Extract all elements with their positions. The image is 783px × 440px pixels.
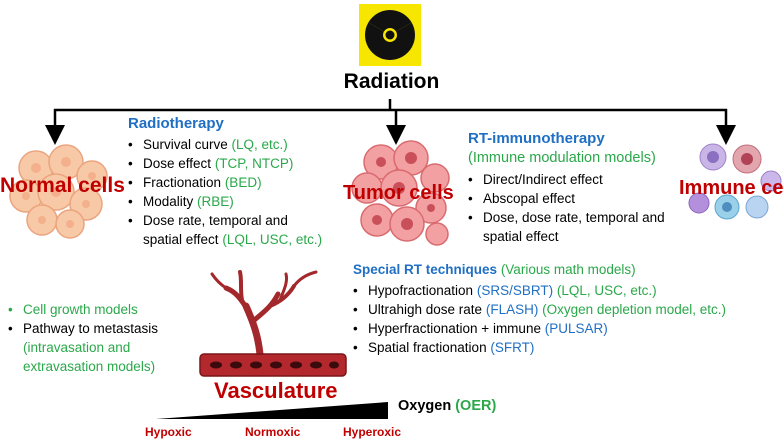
rt-immunotherapy-subheading: (Immune modulation models): [468, 150, 656, 166]
oxygen-label-line: Oxygen (OER): [398, 398, 496, 414]
list-item-continuation: spatial effect: [483, 229, 559, 244]
tumor-cells-label: Tumor cells: [343, 182, 454, 204]
rt-immunotherapy-list: Direct/Indirect effect Abscopal effect D…: [466, 170, 665, 246]
list-item: Abscopal effect: [466, 189, 665, 208]
list-item: Fractionation (BED): [126, 173, 322, 192]
rt-immunotherapy-heading: RT-immunotherapy: [468, 130, 605, 147]
normal-cells-label: Normal cells: [0, 174, 125, 197]
scale-hyperoxic: Hyperoxic: [343, 425, 402, 439]
radiotherapy-list: Survival curve (LQ, etc.) Dose effect (T…: [126, 135, 322, 249]
list-item-continuation: spatial effect (LQL, USC, etc.): [143, 232, 323, 247]
list-item: Spatial fractionation (SFRT): [351, 338, 726, 357]
scale-hypoxic: Hypoxic: [145, 425, 192, 439]
tumor-cells-illustration: [351, 140, 450, 246]
special-rt-heading-line: Special RT techniques (Various math mode…: [353, 262, 636, 277]
scale-normoxic: Normoxic: [245, 425, 301, 439]
list-item: Hyperfractionation + immune (PULSAR): [351, 319, 726, 338]
oxygen-label: Oxygen: [398, 398, 452, 414]
radiation-hazard-icon: [359, 4, 421, 66]
special-rt-subheading: (Various math models): [500, 262, 636, 277]
diagram-title: Radiation: [343, 70, 440, 93]
special-rt-list: Hypofractionation (SRS/SBRT) (LQL, USC, …: [351, 281, 726, 357]
oxygen-gradient-wedge: [156, 402, 388, 419]
list-item: Direct/Indirect effect: [466, 170, 665, 189]
special-rt-heading: Special RT techniques: [353, 262, 498, 277]
immune-cells-illustration: [688, 143, 782, 220]
vasculature-label: Vasculature: [214, 378, 338, 403]
vasculature-illustration: [199, 270, 347, 377]
list-item: Cell growth models: [6, 300, 158, 319]
list-item: Survival curve (LQ, etc.): [126, 135, 322, 154]
list-item: Dose effect (TCP, NTCP): [126, 154, 322, 173]
list-item: Pathway to metastasis: [6, 319, 158, 338]
list-item: Dose rate, temporal and: [126, 211, 322, 230]
radiotherapy-heading: Radiotherapy: [128, 115, 224, 132]
immune-cells-label: Immune cells: [679, 177, 783, 199]
list-item: Modality (RBE): [126, 192, 322, 211]
list-item-continuation: extravasation models): [23, 359, 156, 374]
normal-cells-illustration: [9, 144, 108, 239]
list-item: Hypofractionation (SRS/SBRT) (LQL, USC, …: [351, 281, 726, 300]
list-item: Ultrahigh dose rate (FLASH) (Oxygen depl…: [351, 300, 726, 319]
list-item-continuation: (intravasation and: [23, 340, 131, 355]
oer-label: (OER): [455, 398, 497, 414]
list-item: Dose, dose rate, temporal and: [466, 208, 665, 227]
vasculature-list: Cell growth models Pathway to metastasis…: [6, 300, 158, 376]
